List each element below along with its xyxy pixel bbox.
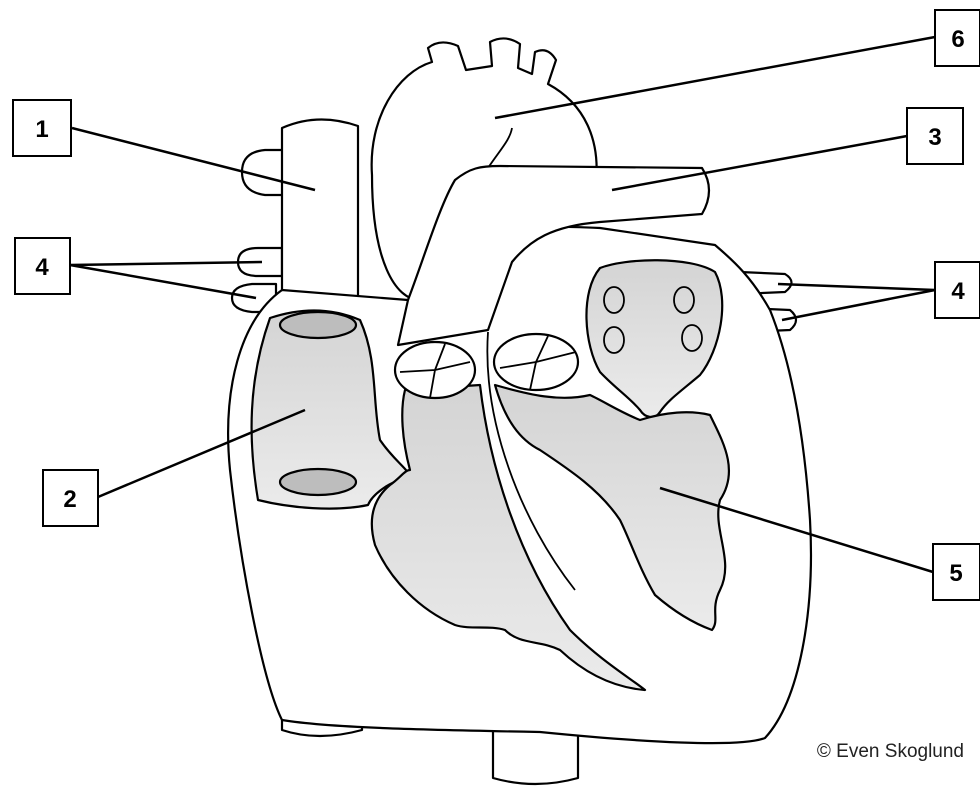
leader-line-4-right-a bbox=[778, 284, 935, 290]
label-3: 3 bbox=[907, 108, 963, 164]
leader-line-6 bbox=[495, 37, 935, 118]
leader-line-4-left-b bbox=[70, 265, 256, 298]
label-4-left: 4 bbox=[15, 238, 70, 294]
label-6-text: 6 bbox=[951, 26, 964, 53]
superior-vena-cava bbox=[282, 119, 358, 310]
label-3-text: 3 bbox=[928, 124, 941, 151]
superior-vena-cava-opening bbox=[280, 312, 356, 338]
pulmonary-valve bbox=[395, 342, 475, 398]
leader-line-4-right-b bbox=[782, 290, 935, 320]
label-5-text: 5 bbox=[949, 560, 962, 587]
label-2: 2 bbox=[43, 470, 98, 526]
label-1-text: 1 bbox=[35, 116, 48, 143]
copyright-text: © Even Skoglund bbox=[817, 741, 964, 762]
label-6: 6 bbox=[935, 10, 980, 66]
aortic-valve bbox=[494, 334, 578, 390]
inferior-vena-cava-opening bbox=[280, 469, 356, 495]
label-2-text: 2 bbox=[63, 486, 76, 513]
leader-line-4-left-a bbox=[70, 262, 262, 265]
label-4-right-text: 4 bbox=[951, 278, 965, 305]
leader-line-3 bbox=[612, 136, 907, 190]
label-4-left-text: 4 bbox=[35, 254, 49, 281]
label-4-right: 4 bbox=[935, 262, 980, 318]
label-1: 1 bbox=[13, 100, 71, 156]
label-5: 5 bbox=[933, 544, 980, 600]
